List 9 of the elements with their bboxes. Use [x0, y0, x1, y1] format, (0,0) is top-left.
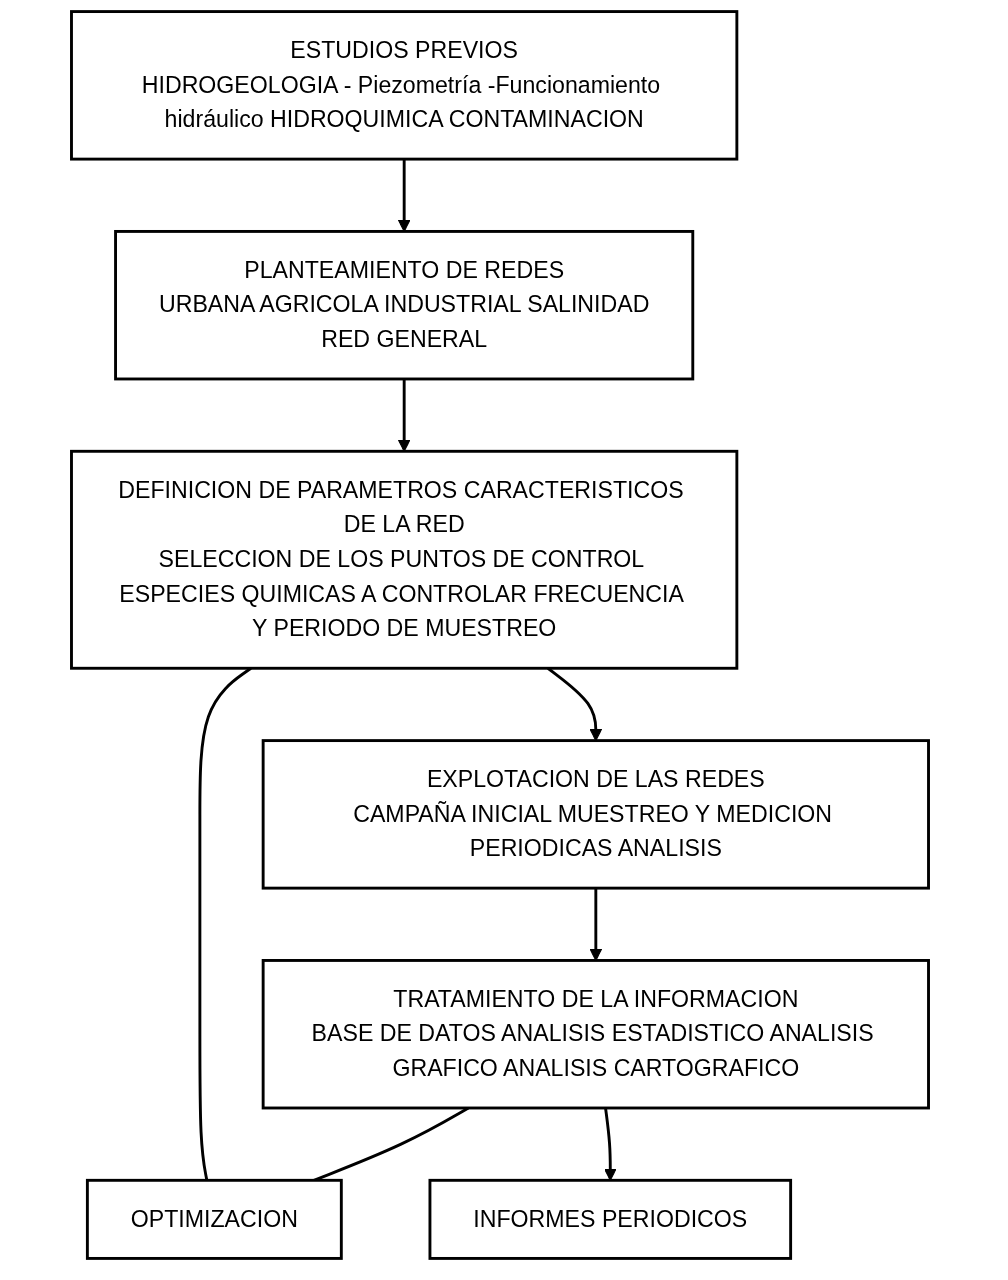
node-box: OPTIMIZACION — [85, 1178, 343, 1260]
node-box: ESTUDIOS PREVIOS HIDROGEOLOGIA - Piezometría -Funcionamiento hidráulico HIDROQUIMICA CONTAMINACION — [70, 10, 739, 161]
node-box: EXPLOTACION DE LAS REDES CAMPAÑA INICIAL MUESTREO Y MEDICION PERIODICAS ANALISIS — [261, 739, 930, 890]
node-box: DEFINICION DE PARAMETROS CARACTERISTICOS DE LA RED SELECCION DE LOS PUNTOS DE CONTROL ESPECIES QUIMICAS A CONTROLAR FRECUENCIA Y PERIODO DE MUESTREO — [70, 449, 739, 670]
node-box: PLANTEAMIENTO DE REDES URBANA AGRICOLA INDUSTRIAL SALINIDAD RED GENERAL — [114, 230, 695, 381]
node-box: TRATAMIENTO DE LA INFORMACION BASE DE DATOS ANALISIS ESTADISTICO ANALISIS GRAFICO ANALISIS CARTOGRAFICO — [261, 959, 930, 1110]
arrow — [397, 378, 411, 452]
node-box: INFORMES PERIODICOS — [428, 1178, 793, 1260]
arrow — [397, 159, 411, 232]
